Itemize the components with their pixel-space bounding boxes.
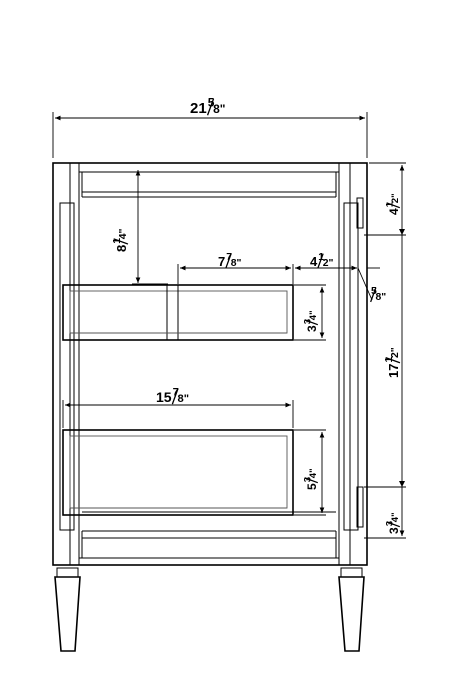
cabinet-body <box>52 162 368 566</box>
dim-label-bottom-drawer-height: 534" <box>303 468 319 490</box>
hinge-bottom-arrow <box>399 481 405 487</box>
dim-label-top-rail-to-drawer: 814" <box>112 228 129 252</box>
bottom-drawer <box>62 429 294 516</box>
dim-denominator: 4" <box>308 468 319 478</box>
dim-fraction-slash <box>113 238 129 245</box>
dim-whole: 8 <box>114 245 129 252</box>
dim-label-top-drawer-section-width: 778" <box>218 252 242 269</box>
dim-fraction-slash <box>386 202 401 209</box>
dim-fraction-slash <box>304 319 319 326</box>
dim-denominator: 4" <box>390 512 401 522</box>
dim-denominator: 8" <box>231 258 242 269</box>
dim-numerator: 7 <box>173 387 179 399</box>
dim-denominator: 2" <box>323 258 334 269</box>
reveal-dim-line <box>357 267 373 301</box>
right-leg-cap <box>340 567 363 578</box>
dim-label-door-inset: 412" <box>310 252 334 269</box>
dim-denominator: 4" <box>118 228 129 239</box>
dim-whole: 4 <box>387 208 401 215</box>
outer-frame <box>52 162 368 566</box>
dimension-labels: 2158"814"778"412"58"334"1578"534"412"171… <box>112 95 401 534</box>
dim-fraction-slash <box>385 356 401 364</box>
dim-label-reveal: 58" <box>370 286 386 303</box>
dim-denominator: 4" <box>308 310 319 320</box>
dim-fraction-slash <box>370 287 377 303</box>
dim-whole: 15 <box>156 389 172 405</box>
dim-whole: 7 <box>218 254 225 269</box>
hinge-top-arrow <box>399 229 405 235</box>
dim-whole: 3 <box>305 325 319 332</box>
dim-whole: 5 <box>305 483 319 490</box>
dim-fraction-slash <box>317 253 324 269</box>
dim-fraction-slash <box>171 388 179 405</box>
dim-label-top-hinge-offset: 412" <box>385 193 401 215</box>
left-side-panel <box>59 202 75 531</box>
bottom-hinge <box>356 486 364 528</box>
right-leg <box>338 576 365 652</box>
dim-fraction-slash <box>304 477 319 484</box>
left-leg <box>54 576 81 652</box>
dim-whole: 3 <box>387 527 401 534</box>
dim-whole: 4 <box>310 254 318 269</box>
dim-denominator: 2" <box>390 193 401 203</box>
dim-label-hinge-spacing: 1712" <box>384 347 401 378</box>
top-drawers <box>62 284 294 341</box>
dim-denominator: 8" <box>178 393 190 405</box>
dim-fraction-slash <box>225 253 232 269</box>
dim-label-bottom-hinge-height: 334" <box>385 512 401 534</box>
bottom-drawer-box <box>62 429 294 516</box>
dim-fraction-slash <box>386 521 401 528</box>
dim-denominator: 2" <box>390 347 401 358</box>
dim-denominator: 8" <box>375 292 386 303</box>
dim-fraction-slash <box>206 98 215 116</box>
dim-whole: 21 <box>190 100 207 117</box>
dim-denominator: 8" <box>213 102 225 116</box>
dim-whole: 17 <box>386 364 401 378</box>
bottom-drawer-inner <box>69 435 288 509</box>
left-leg-cap <box>56 567 79 578</box>
top-hinge <box>356 197 364 229</box>
dim-label-top-drawer-height: 334" <box>303 310 319 332</box>
right-side-panel <box>343 202 359 531</box>
dim-numerator: 5 <box>208 95 215 109</box>
